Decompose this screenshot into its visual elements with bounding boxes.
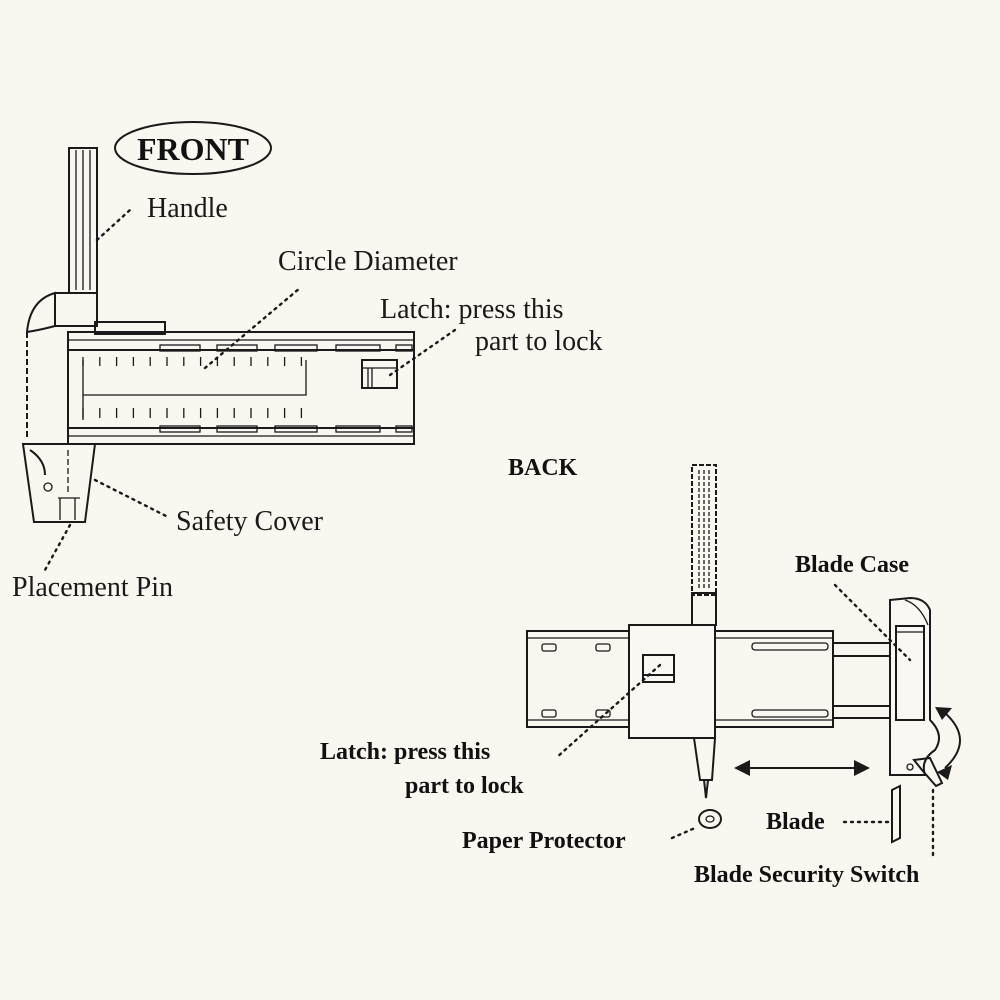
front-latch-label-line2: part to lock — [475, 326, 603, 357]
circle-diameter-label: Circle Diameter — [278, 246, 458, 277]
blade-case-label: Blade Case — [795, 552, 909, 578]
back-latch-shape — [642, 654, 675, 683]
front-handle-shape — [54, 147, 98, 327]
front-latch-shape — [361, 359, 398, 389]
front-latch-label-line1: Latch: press this — [380, 294, 564, 325]
blade-shape — [891, 784, 901, 844]
front-title-oval — [114, 121, 272, 175]
back-latch-label-line1: Latch: press this — [320, 739, 490, 765]
back-handle-shape — [691, 464, 717, 626]
handle-label: Handle — [147, 193, 228, 224]
blade-security-switch-label: Blade Security Switch — [694, 862, 919, 888]
safety-cover-label: Safety Cover — [176, 506, 324, 537]
back-center-block — [628, 624, 716, 799]
blade-label: Blade — [766, 809, 825, 835]
paper-protector-leader — [670, 826, 697, 840]
rotation-arrow — [944, 712, 961, 769]
front-ruler — [67, 331, 415, 445]
front-safety-cover — [21, 443, 97, 523]
handle-leader — [95, 208, 132, 242]
adjust-double-arrow — [734, 760, 870, 776]
paper-protector-label: Paper Protector — [462, 828, 626, 854]
back-title: BACK — [508, 455, 578, 481]
back-blade-case — [889, 596, 944, 788]
placement-pin-label: Placement Pin — [12, 572, 173, 603]
front-latch-leader — [388, 328, 457, 377]
paper-protector-shape — [698, 809, 722, 829]
back-latch-leader — [554, 663, 662, 760]
front-title: FRONT — [137, 131, 249, 167]
front-view: FRONT — [12, 121, 603, 603]
circle-diameter-leader — [203, 286, 302, 370]
safety-cover-leader — [93, 478, 170, 519]
back-latch-label-line2: part to lock — [405, 773, 524, 799]
placement-pin-leader — [43, 523, 72, 572]
back-view: BACK — [320, 455, 961, 888]
front-housing — [25, 291, 166, 440]
